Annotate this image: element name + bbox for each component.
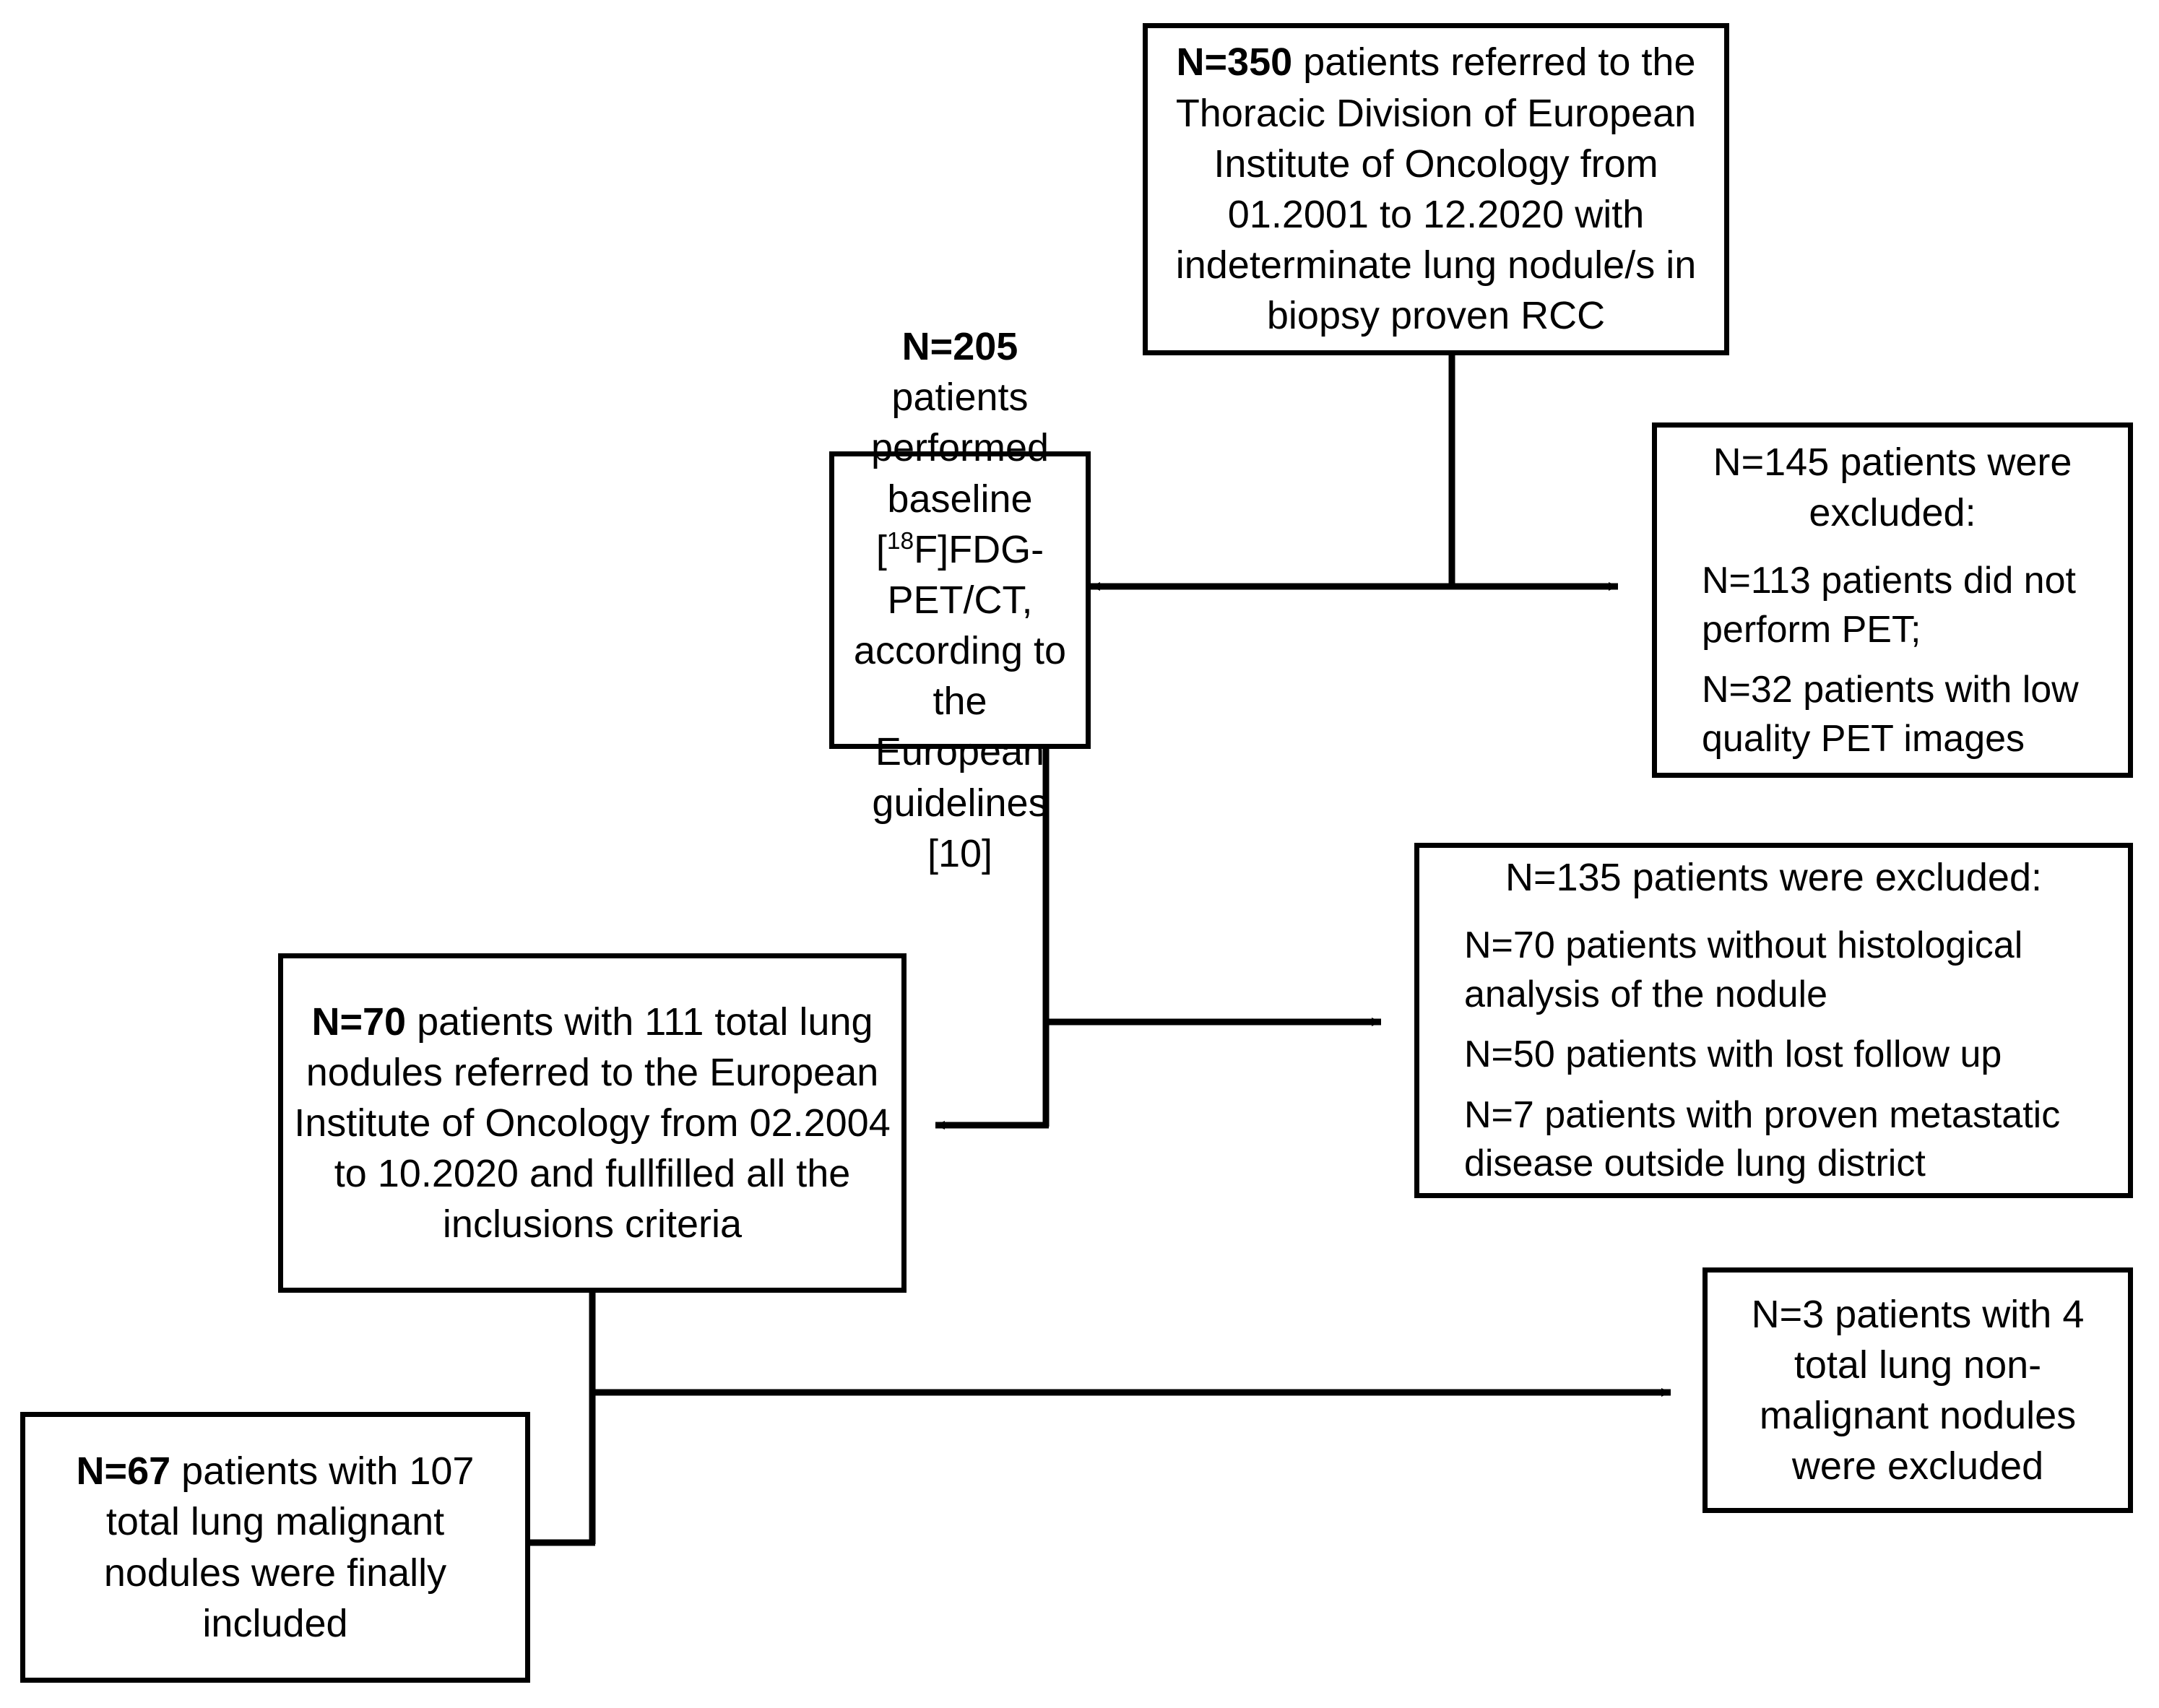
- box-pet-performed-n205: N=205 patients performed baseline [18F]F…: [829, 325, 1091, 875]
- box-pet-performed-text: N=205 patients performed baseline [18F]F…: [834, 321, 1086, 879]
- box-pet-performed-body-1: patients performed baseline [: [870, 376, 1050, 571]
- box-final-n67: N=67 patients with 107 total lung malign…: [20, 1412, 530, 1683]
- box-enrolled-count: N=350: [1176, 40, 1293, 84]
- spacer: [1657, 538, 2128, 557]
- box-excluded-n135: N=135 patients were excluded: N=70 patie…: [1414, 843, 2133, 1198]
- box-excluded-135-reason-1: N=70 patients without histological analy…: [1464, 924, 2023, 1015]
- box-excluded-n145: N=145 patients were excluded: N=113 pati…: [1652, 422, 2133, 778]
- box-excluded-145-heading: N=145 patients were excluded:: [1713, 440, 2072, 534]
- box-excluded-3-text: N=3 patients with 4 total lung non-malig…: [1751, 1292, 2085, 1488]
- box-included-n70: N=70 patients with 111 total lung nodule…: [278, 953, 907, 1293]
- box-final-67-body: patients with 107 total lung malignant n…: [103, 1449, 475, 1645]
- spacer: [1657, 654, 2128, 666]
- box-enrolled-body: patients referred to the Thoracic Divisi…: [1175, 40, 1697, 338]
- connector-pet-to-excluded135: [1042, 747, 1381, 1127]
- box-pet-performed-body-2: F]FDG-PET/CT, according to the European …: [853, 527, 1067, 875]
- box-excluded-135-reason-3: N=7 patients with proven metastatic dise…: [1464, 1093, 2061, 1185]
- box-included-70-count: N=70: [311, 1000, 407, 1044]
- spacer: [1419, 903, 2128, 922]
- box-excluded-145-reason-2: N=32 patients with low quality PET image…: [1702, 669, 2079, 760]
- box-enrolled-n350: N=350 patients referred to the Thoracic …: [1143, 23, 1729, 355]
- box-included-70-text: N=70 patients with 111 total lung nodule…: [283, 997, 901, 1250]
- box-included-70-body: patients with 111 total lung nodules ref…: [294, 1000, 891, 1247]
- connector-included70-to-excluded3: [589, 1293, 1671, 1544]
- box-final-67-text: N=67 patients with 107 total lung malign…: [25, 1446, 525, 1649]
- box-final-67-count: N=67: [76, 1449, 171, 1494]
- connector-enrolled-split: [1091, 354, 1618, 591]
- box-excluded-145-reason-1: N=113 patients did not perform PET;: [1702, 560, 2076, 651]
- box-pet-performed-isotope: 18: [886, 527, 914, 555]
- box-excluded-135-reason-2: N=50 patients with lost follow up: [1464, 1033, 2002, 1076]
- spacer: [1419, 1019, 2128, 1031]
- box-pet-performed-count: N=205: [901, 324, 1018, 368]
- box-excluded-n3: N=3 patients with 4 total lung non-malig…: [1702, 1267, 2133, 1513]
- box-enrolled-text: N=350 patients referred to the Thoracic …: [1148, 37, 1724, 341]
- spacer: [1419, 1080, 2128, 1091]
- box-excluded-135-heading: N=135 patients were excluded:: [1505, 855, 2042, 899]
